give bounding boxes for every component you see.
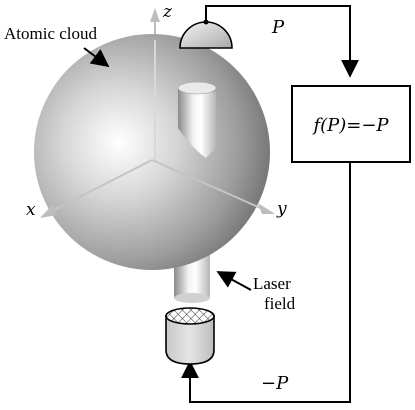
z-axis-arrow bbox=[150, 8, 160, 22]
laser-beam-upper bbox=[178, 88, 216, 158]
y-axis-arrow bbox=[258, 203, 275, 214]
axis-y-label: y bbox=[276, 199, 287, 219]
atomic-cloud-sphere bbox=[34, 34, 270, 270]
laser-source-icon bbox=[165, 307, 215, 365]
axis-z-label: z bbox=[162, 2, 173, 22]
x-axis-line bbox=[47, 159, 153, 214]
x-axis-arrow bbox=[40, 205, 57, 218]
feedback-function-label: f(P)=−P bbox=[311, 115, 389, 136]
y-axis-line bbox=[151, 159, 266, 211]
atomic-cloud-pointer bbox=[83, 47, 110, 68]
dome-detector-icon bbox=[179, 19, 233, 49]
atomic-cloud-label: Atomic cloud bbox=[4, 24, 98, 43]
feedback-negp-path bbox=[181, 162, 351, 403]
axis-x-label: x bbox=[26, 200, 36, 220]
laser-field-pointer bbox=[216, 271, 252, 291]
laser-beam-top bbox=[177, 81, 217, 95]
signal-p-label: P bbox=[271, 17, 285, 38]
laser-label-line1: Laser bbox=[253, 274, 291, 293]
signal-p-path bbox=[205, 5, 359, 78]
feedback-negp-label: −P bbox=[261, 373, 289, 394]
laser-beam-end bbox=[174, 293, 210, 303]
laser-label-line2: field bbox=[264, 294, 296, 313]
